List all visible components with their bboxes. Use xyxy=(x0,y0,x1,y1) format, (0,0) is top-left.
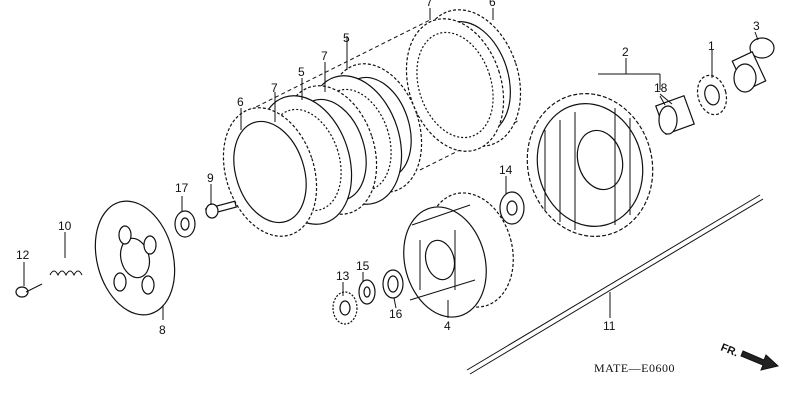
callout-12: 12 xyxy=(16,248,30,262)
direction-label: FR. xyxy=(719,342,740,360)
callout-11: 11 xyxy=(603,319,616,333)
callout-9: 9 xyxy=(207,171,214,185)
callout-7a: 7 xyxy=(426,0,433,9)
callout-15: 15 xyxy=(356,259,370,273)
callout-8: 8 xyxy=(159,323,166,337)
callout-18: 18 xyxy=(654,81,668,95)
callout-14: 14 xyxy=(499,163,513,177)
callout-10: 10 xyxy=(58,219,72,233)
callout-7b: 7 xyxy=(321,49,328,63)
callout-6b: 6 xyxy=(237,95,244,109)
callout-7c: 7 xyxy=(271,81,278,95)
callout-5b: 5 xyxy=(298,65,305,79)
clutch-outer-housing xyxy=(526,93,654,237)
front-arrow-icon xyxy=(740,350,780,371)
callout-17: 17 xyxy=(175,181,189,195)
callout-3: 3 xyxy=(753,19,760,33)
small-parts xyxy=(15,37,775,375)
pressure-plate xyxy=(94,200,176,316)
front-direction-indicator: FR. xyxy=(719,342,780,371)
callout-5a: 5 xyxy=(343,31,350,45)
callout-2: 2 xyxy=(622,45,629,59)
callout-4: 4 xyxy=(444,319,451,333)
clutch-center xyxy=(403,192,514,318)
callout-6a: 6 xyxy=(489,0,496,9)
callout-1: 1 xyxy=(708,39,715,53)
diagram-code: MATE—E0600 xyxy=(594,361,675,375)
leader-lines xyxy=(23,8,759,320)
callout-16: 16 xyxy=(389,307,403,321)
callout-13: 13 xyxy=(336,269,350,283)
clutch-plate-stack xyxy=(222,9,522,237)
